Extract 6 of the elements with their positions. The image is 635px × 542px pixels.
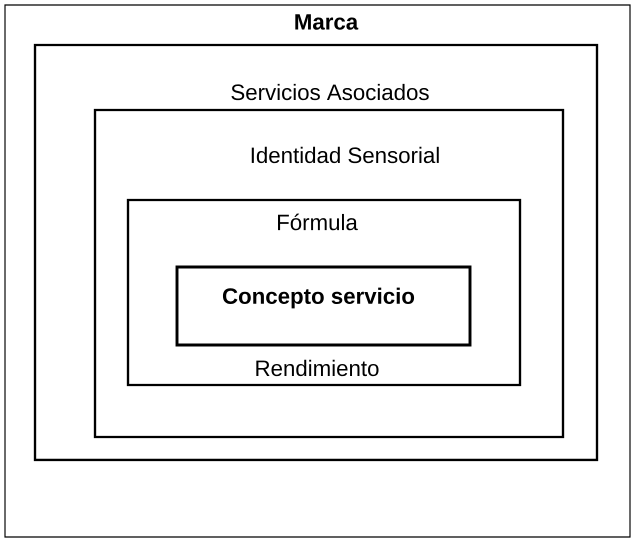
box-label: Concepto servicio <box>222 288 414 308</box>
box-label: Servicios Asociados <box>231 84 429 100</box>
box-label: Marca <box>295 14 358 30</box>
box-label: Rendimiento <box>256 360 379 376</box>
box-label: Identidad Sensorial <box>252 146 439 164</box>
box-label: Fórmula <box>278 214 358 230</box>
